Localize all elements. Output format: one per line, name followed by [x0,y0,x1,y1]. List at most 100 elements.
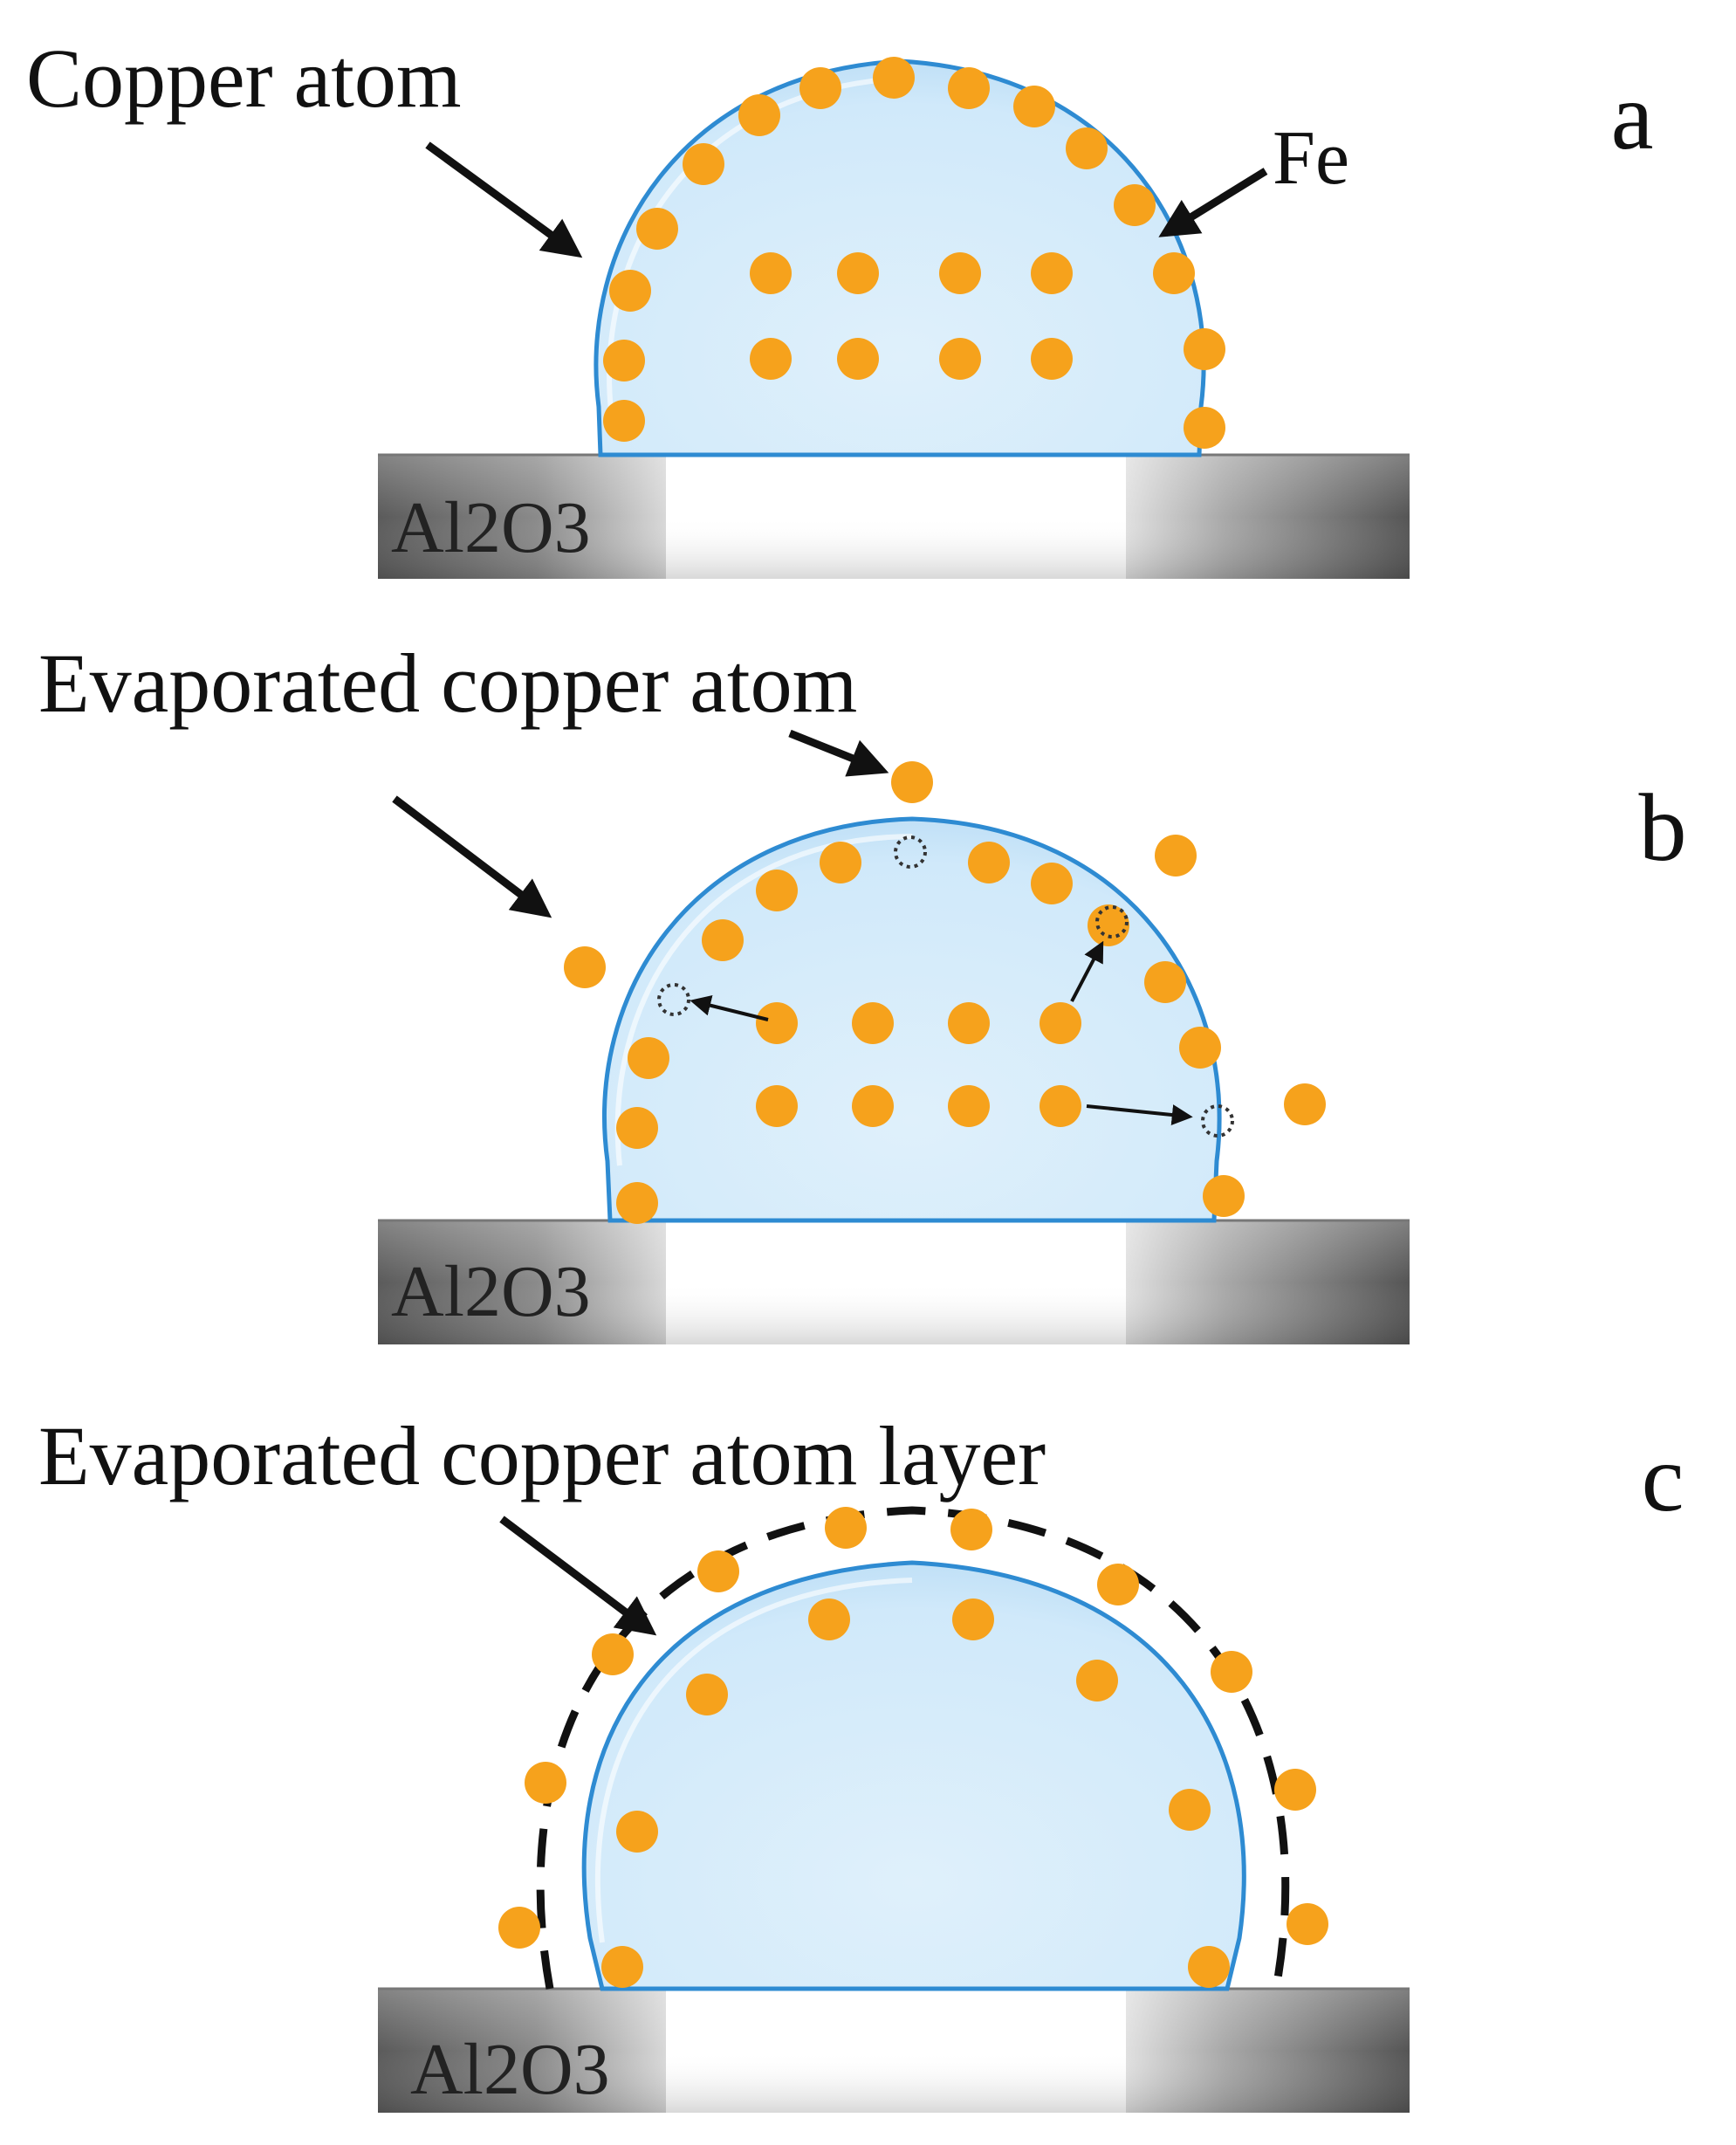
vacancy-icon [1201,1104,1234,1138]
particle-icon [1066,127,1108,169]
particle-icon [948,1085,990,1127]
panel-letter: c [1642,1425,1685,1531]
droplet [594,58,1206,457]
particle-icon [873,57,915,99]
particle-icon [820,842,861,883]
particle-icon [1040,1085,1081,1127]
particle-icon [852,1085,894,1127]
copper-atom-pointer [425,141,583,258]
particle-icon [756,1085,798,1127]
particle-icon [697,1550,739,1592]
fe-label: Fe [1273,116,1349,201]
particle-icon [939,338,981,380]
arrow-icon [1086,1104,1193,1125]
particle-icon [1179,1027,1221,1069]
particle-icon [603,340,645,382]
arrow-icon [392,795,552,918]
particle-icon [564,946,606,988]
layer-pointer [499,1516,657,1636]
fe-pointer [1158,168,1268,237]
particle-icon [616,1811,658,1853]
particle-icon [750,252,792,294]
evaporated-atom-label: Evaporated copper atom [38,636,857,730]
particle-icon [1188,1946,1230,1988]
substrate: Al2O3 [378,1219,1410,1344]
copper-atom-label: Copper atom [26,31,462,125]
particle-icon [948,1002,990,1044]
arrow-icon [1158,168,1268,237]
particle-group [498,1507,1328,1988]
vacancy-group [657,835,1234,1138]
particle-icon [601,1946,643,1988]
particle-icon [799,67,841,109]
particle-icon [592,1633,634,1675]
arrow-icon [690,994,769,1021]
particle-icon [837,338,879,380]
particle-icon [1040,1002,1081,1044]
particle-group [564,761,1326,1224]
droplet [602,816,1222,1223]
vacancy-icon [894,835,927,869]
particle-icon [950,1509,992,1550]
particle-icon [1144,961,1186,1003]
arrow-icon [425,141,583,258]
substrate-label: Al2O3 [410,2029,610,2110]
particle-icon [609,270,651,312]
particle-icon [1155,835,1197,877]
particle-icon [1031,863,1073,904]
diffusion-arrows [690,940,1193,1125]
particle-icon [616,1107,658,1149]
arrow-icon [1070,940,1104,1002]
droplet [581,1560,1246,1991]
particle-icon [498,1907,540,1949]
evaporated-layer-label: Evaporated copper atom layer [38,1409,1046,1502]
particle-icon [738,94,780,136]
particle-icon [808,1598,850,1640]
particle-icon [1153,252,1195,294]
substrate: Al2O3 [378,453,1410,579]
particle-icon [756,1002,798,1044]
particle-icon [1031,252,1073,294]
panel-a: Al2O3 Copper atom Fe a [26,31,1653,579]
vacancy-icon [1095,905,1129,938]
evaporated-atom-pointers [392,729,889,918]
particle-icon [825,1507,867,1549]
arrow-icon [788,729,889,777]
substrate-label: Al2O3 [391,487,591,568]
particle-icon [1211,1651,1252,1693]
particle-icon [1169,1789,1211,1831]
arrow-icon [499,1516,657,1636]
particle-icon [683,143,724,185]
vacancy-icon [657,983,690,1016]
particle-icon [837,252,879,294]
particle-icon [1284,1083,1326,1125]
particle-icon [1203,1175,1245,1217]
particle-icon [525,1762,566,1804]
particle-icon [1114,184,1156,226]
particle-icon [1274,1769,1316,1811]
panel-letter: b [1639,774,1687,881]
substrate-label: Al2O3 [391,1251,591,1332]
particle-icon [1013,86,1055,127]
particle-icon [939,252,981,294]
particle-icon [628,1037,669,1079]
particle-icon [702,919,744,961]
particle-icon [1184,328,1225,370]
panel-letter: a [1611,63,1654,169]
panel-b: Al2O3 Evaporated copper atom b [38,636,1687,1344]
particle-icon [686,1674,728,1715]
particle-group [603,57,1225,449]
particle-icon [952,1598,994,1640]
particle-icon [1184,407,1225,449]
particle-icon [616,1182,658,1224]
panel-c: Al2O3 Evaporated copper atom layer c [38,1409,1684,2113]
substrate: Al2O3 [378,1987,1410,2113]
particle-icon [1097,1564,1139,1605]
particle-icon [948,67,990,109]
particle-icon [852,1002,894,1044]
particle-icon [636,208,678,250]
particle-icon [1287,1903,1328,1945]
particle-icon [756,870,798,911]
particle-icon [891,761,933,803]
